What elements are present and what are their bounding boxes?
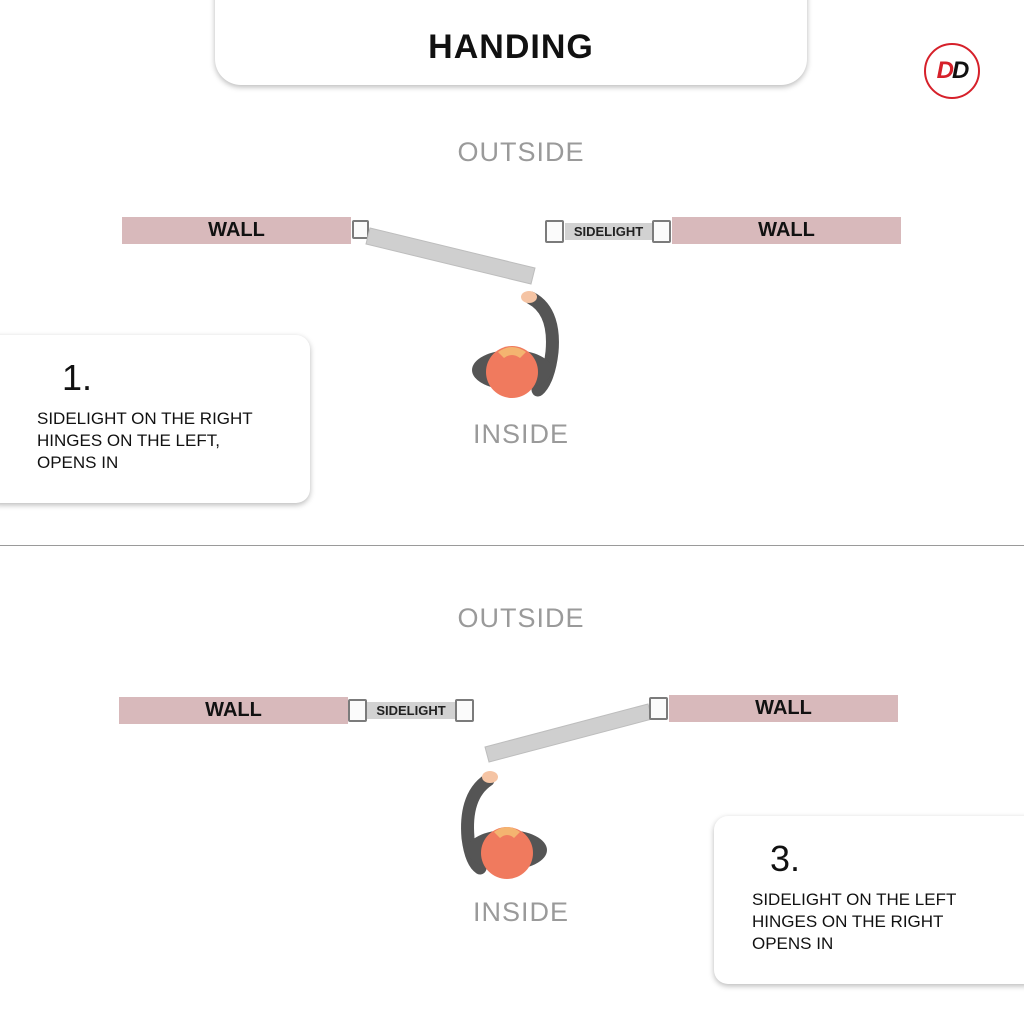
inside-label-1: INSIDE — [472, 419, 570, 449]
card-description-3: SIDELIGHT ON THE LEFT HINGES ON THE RIGH… — [752, 890, 957, 953]
card-number-3: 3. — [770, 838, 801, 879]
outside-label-1: OUTSIDE — [457, 137, 585, 167]
hinge-post-2 — [649, 697, 668, 720]
logo-letter-right: D — [952, 57, 969, 84]
right-wall-label-1: WALL — [758, 219, 815, 241]
sidelight-post-right-2 — [455, 699, 474, 722]
left-wall-label-2: WALL — [205, 699, 262, 721]
handing-card-1: 1. SIDELIGHT ON THE RIGHT HINGES ON THE … — [0, 335, 310, 503]
person-icon-1 — [472, 291, 559, 398]
page-title: HANDING — [428, 28, 594, 66]
sidelight-2: SIDELIGHT — [367, 702, 455, 719]
person-icon-2 — [461, 771, 547, 879]
door-panel-2 — [484, 703, 653, 763]
card-number-1: 1. — [62, 357, 93, 398]
logo-letter-left: D — [936, 57, 954, 84]
handing-card-3: 3. SIDELIGHT ON THE LEFT HINGES ON THE R… — [714, 816, 1024, 984]
left-wall-label-1: WALL — [208, 219, 265, 241]
right-wall-2: WALL — [669, 695, 898, 722]
inside-label-2: INSIDE — [472, 897, 570, 927]
section-divider — [0, 545, 1024, 546]
right-wall-1: WALL — [672, 217, 901, 244]
sidelight-label-2: SIDELIGHT — [376, 703, 446, 718]
door-panel-1 — [365, 227, 536, 285]
hinge-post-1 — [352, 220, 369, 239]
sidelight-label-1: SIDELIGHT — [573, 224, 644, 239]
title-box: HANDING — [215, 0, 807, 85]
sidelight-post-left-1 — [545, 220, 564, 243]
sidelight-post-left-2 — [348, 699, 367, 722]
left-wall-1: WALL — [122, 217, 351, 244]
card-description-1: SIDELIGHT ON THE RIGHT HINGES ON THE LEF… — [37, 409, 253, 472]
left-wall-2: WALL — [119, 697, 348, 724]
right-wall-label-2: WALL — [755, 697, 812, 719]
outside-label-2: OUTSIDE — [457, 603, 585, 633]
sidelight-1: SIDELIGHT — [565, 223, 652, 240]
sidelight-post-right-1 — [652, 220, 671, 243]
